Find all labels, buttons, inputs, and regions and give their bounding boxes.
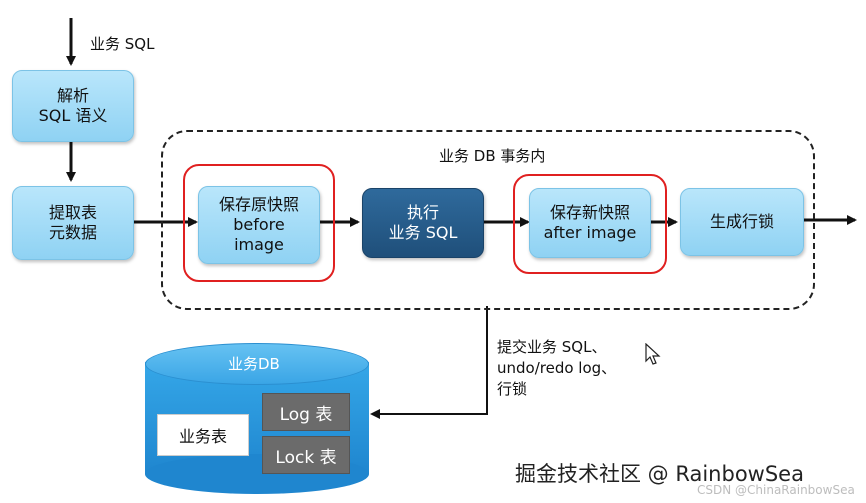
before-image-node: 保存原快照 before image (198, 186, 320, 264)
row-lock-node: 生成行锁 (680, 188, 804, 256)
watermark-text: 掘金技术社区 @ RainbowSea (515, 462, 804, 486)
input-sql-label: 业务 SQL (90, 35, 155, 53)
log-table-box: Log 表 (262, 393, 350, 431)
arrow-commit-to-db (370, 306, 488, 419)
parse-sql-node: 解析 SQL 语义 (12, 70, 134, 142)
transaction-region (161, 130, 815, 310)
business-table-box: 业务表 (157, 414, 249, 456)
before-image-highlight (183, 164, 335, 282)
execute-sql-node: 执行 业务 SQL (362, 188, 484, 258)
after-image-node: 保存新快照 after image (529, 188, 651, 258)
extract-metadata-node: 提取表 元数据 (12, 186, 134, 260)
lock-table-box: Lock 表 (262, 436, 350, 474)
db-title: 业务DB (228, 355, 280, 373)
after-image-highlight (513, 174, 667, 274)
transaction-label: 业务 DB 事务内 (439, 147, 546, 165)
commit-label: 提交业务 SQL、 undo/redo log、 行锁 (497, 338, 617, 398)
db-cylinder-top (145, 343, 369, 385)
mouse-cursor-icon (645, 343, 661, 365)
csdn-watermark: CSDN @ChinaRainbowSea (697, 483, 855, 497)
